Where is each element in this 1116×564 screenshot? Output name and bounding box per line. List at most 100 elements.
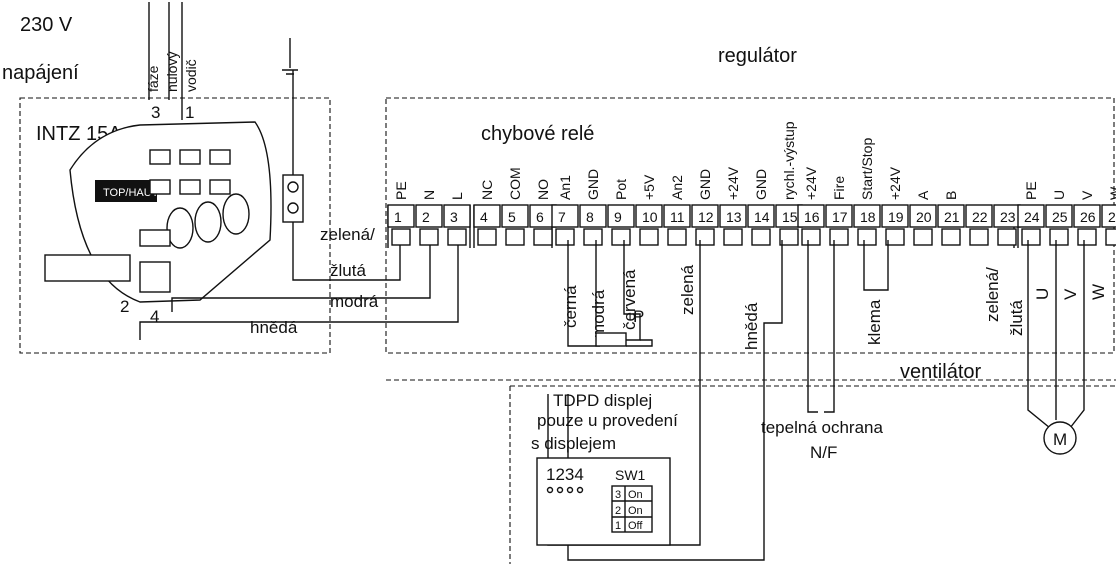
terminal-number: 25 — [1052, 209, 1068, 225]
terminal-number: 3 — [450, 209, 458, 225]
wire-label-t15: hnědá — [742, 302, 761, 350]
breaker-pin-3: 3 — [151, 103, 160, 122]
motor-wires — [1027, 240, 1085, 429]
controller-title: regulátor — [718, 45, 797, 67]
fan-box — [386, 379, 1116, 564]
terminal-number: 21 — [944, 209, 960, 225]
terminal-20: 20A — [909, 190, 937, 246]
terminal-name: +24V — [725, 166, 741, 200]
terminal-number: 5 — [508, 209, 516, 225]
terminal-screw-icon — [419, 228, 439, 246]
terminal-25: 25U — [1045, 190, 1073, 246]
terminal-number: 11 — [670, 209, 685, 225]
terminal-screw-icon — [885, 228, 905, 246]
terminal-2: 2N — [415, 190, 443, 246]
terminal-screw-icon — [695, 228, 715, 246]
terminal-name: COM — [507, 167, 523, 200]
earth-icon — [282, 38, 298, 75]
terminal-name: L — [449, 192, 465, 200]
wire-label-n: modrá — [330, 292, 379, 311]
pot-wire-return — [626, 339, 653, 347]
terminal-number: 16 — [804, 209, 820, 225]
terminal-screw-icon — [941, 228, 961, 246]
relay-title: chybové relé — [481, 123, 594, 145]
wire-label-pe-top: zelená/ — [320, 225, 375, 244]
terminal-6: 6 NO — [529, 179, 557, 246]
terminal-name: An2 — [669, 175, 685, 200]
terminal-5: 5 COM — [501, 167, 529, 246]
terminal-number: 14 — [754, 209, 770, 225]
terminal-number: 27 — [1108, 209, 1116, 225]
switch-table: 3 On 2 On 1 Off — [611, 485, 653, 533]
wire-label-fan-w: W — [1089, 284, 1108, 300]
terminal-number: 4 — [480, 209, 488, 225]
terminal-screw-icon — [555, 228, 575, 246]
wire-label-fan-pe-top: zelená/ — [983, 267, 1002, 322]
terminal-21: 21B — [937, 191, 965, 246]
wire-label-pot-blue: modrá — [589, 289, 608, 338]
terminal-name: Pot — [613, 179, 629, 200]
terminal-name: +24V — [887, 166, 903, 200]
terminal-4: 4NC — [473, 180, 501, 246]
terminal-number: 6 — [536, 209, 544, 225]
terminal-name: V — [1079, 190, 1095, 200]
terminal-number: 10 — [642, 209, 658, 225]
wire-label-pot-red: červená — [620, 269, 639, 330]
screw-icon — [287, 181, 299, 193]
terminal-number: 13 — [726, 209, 742, 225]
terminal-name: NO — [535, 179, 551, 200]
terminal-strip: 1PE2N3L4NC5COM6NO7An18GND9Pot10+5V11An21… — [387, 121, 1116, 246]
terminal-screw-icon — [969, 228, 989, 246]
bridge-wire — [863, 240, 889, 291]
wire-label-fan-pe-bottom: žlutá — [1007, 300, 1026, 336]
terminal-screw-icon — [533, 228, 553, 246]
terminal-name: An1 — [557, 175, 573, 200]
fan-title: ventilátor — [900, 361, 981, 383]
terminal-name: N — [421, 190, 437, 200]
terminal-number: 9 — [614, 209, 622, 225]
terminal-name: PE — [1023, 181, 1039, 200]
terminal-number: 1 — [394, 209, 402, 225]
terminal-name: A — [915, 190, 931, 200]
terminal-screw-icon — [611, 228, 631, 246]
terminal-screw-icon — [667, 228, 687, 246]
terminal-screw-icon — [829, 228, 849, 246]
svg-text:On: On — [628, 505, 643, 517]
terminal-screw-icon — [447, 228, 467, 246]
terminal-screw-icon — [477, 228, 497, 246]
terminal-screw-icon — [1077, 228, 1097, 246]
svg-text:On: On — [628, 489, 643, 501]
svg-text:2: 2 — [615, 505, 621, 517]
terminal-screw-icon — [583, 228, 603, 246]
wire-label-conductor: vodič — [183, 59, 199, 92]
thermal-line2: N/F — [810, 443, 837, 462]
terminal-name: rychl.-výstup — [781, 121, 797, 200]
supply-wires — [148, 2, 183, 120]
wire-n — [171, 240, 431, 312]
terminal-screw-icon — [1049, 228, 1069, 246]
breaker-box — [19, 97, 331, 354]
terminal-number: 24 — [1024, 209, 1040, 225]
screw-icon — [287, 202, 299, 214]
breaker-pin-2: 2 — [120, 297, 129, 316]
terminal-number: 23 — [1000, 209, 1016, 225]
wire-label-phase: fáze — [145, 65, 161, 92]
thermal-line1: tepelná ochrana — [761, 418, 883, 437]
terminal-name: GND — [697, 169, 713, 200]
breaker-icon: TOP/HAUT — [44, 121, 272, 303]
thermal-wires — [807, 240, 835, 413]
wire-label-fan-v: V — [1061, 288, 1080, 300]
wire-l — [139, 240, 459, 340]
motor-label: M — [1053, 430, 1067, 449]
pot-wires — [567, 240, 641, 347]
terminal-number: 26 — [1080, 209, 1096, 225]
display-title: TDPD displej — [553, 391, 652, 410]
display-pin-dots — [546, 486, 584, 494]
breaker-plate: TOP/HAUT — [103, 187, 159, 199]
earth-wire — [292, 70, 401, 281]
terminal-screw-icon — [779, 228, 799, 246]
